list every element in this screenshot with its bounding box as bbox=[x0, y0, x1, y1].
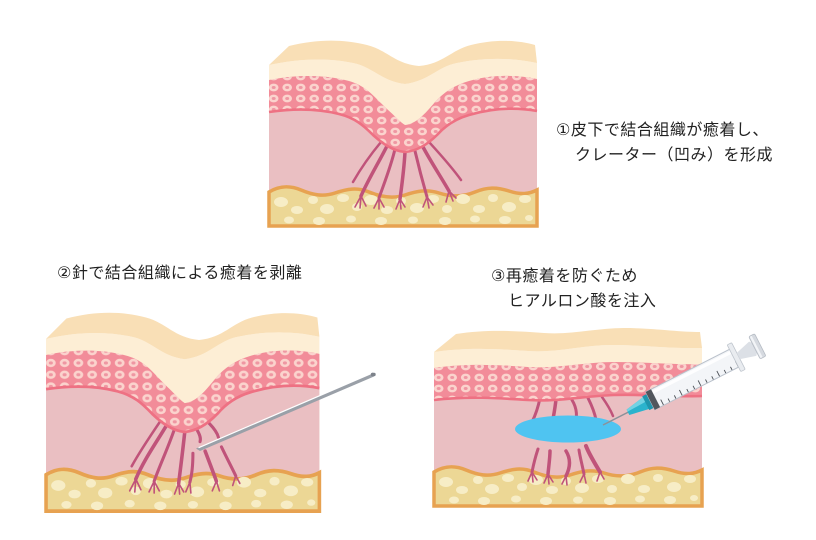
step3-caption-line1: ③再癒着を防ぐため bbox=[491, 268, 638, 285]
subcision-needle-illustration bbox=[196, 372, 376, 451]
dermis-cell-layer bbox=[433, 362, 703, 402]
step3-caption-line2: ヒアルロン酸を注入 bbox=[508, 293, 657, 310]
connective-tissue-adhesion-bands bbox=[351, 140, 463, 210]
step2-caption-line1: ②針で結合組織による癒着を剥離 bbox=[57, 265, 303, 282]
step1-caption-line1: ①皮下で結合組織が癒着し、 bbox=[556, 122, 769, 139]
skin-cross-section-step2-illustration bbox=[44, 312, 376, 524]
skin-cross-section-step1-illustration bbox=[267, 40, 539, 230]
skin-cross-section-step3-illustration bbox=[432, 328, 766, 508]
adhesion-bands-being-released bbox=[128, 419, 241, 495]
syringe-needle-hub bbox=[626, 393, 654, 415]
syringe-plunger bbox=[727, 333, 766, 372]
syringe-scale-ticks bbox=[660, 361, 739, 406]
syringe-illustration bbox=[602, 333, 766, 426]
syringe-barrel bbox=[645, 347, 741, 411]
skin-top-face bbox=[434, 328, 702, 352]
step1-caption: ①皮下で結合組織が癒着し、 クレーター（凹み）を形成 bbox=[556, 118, 773, 168]
step3-caption: ③再癒着を防ぐため ヒアルロン酸を注入 bbox=[491, 264, 656, 314]
step1-caption-line2: クレーター（凹み）を形成 bbox=[575, 147, 774, 164]
panel-step1 bbox=[265, 36, 541, 230]
panel-step3 bbox=[424, 318, 816, 530]
panel-step2 bbox=[38, 302, 390, 524]
step2-caption: ②針で結合組織による癒着を剥離 bbox=[57, 261, 302, 286]
syringe-needle bbox=[602, 410, 631, 426]
hyaluronic-acid-deposit bbox=[515, 415, 621, 443]
